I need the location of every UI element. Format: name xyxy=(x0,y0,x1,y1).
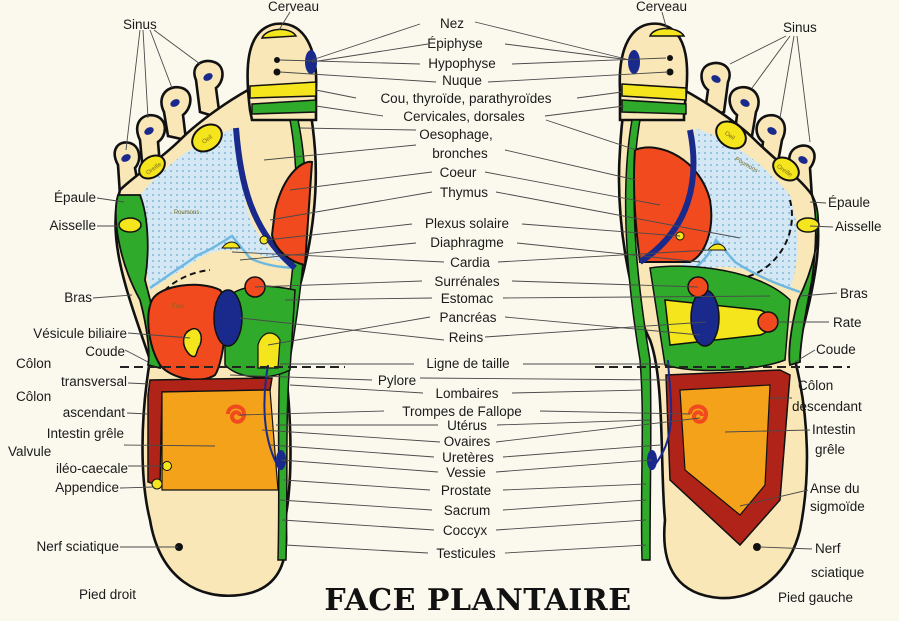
center-label: Épiphyse xyxy=(427,36,483,51)
side-label: sigmoïde xyxy=(810,499,865,514)
center-label: Ligne de taille xyxy=(426,356,509,371)
side-label: Vésicule biliaire xyxy=(33,326,127,341)
center-label: Coeur xyxy=(440,165,477,180)
center-label: Pylore xyxy=(378,373,416,388)
center-label: Nuque xyxy=(442,73,482,88)
cou-zone xyxy=(251,99,317,115)
side-label: Rate xyxy=(833,315,862,330)
center-labels: Nez Épiphyse Hypophyse Nuque Cou, thyroï… xyxy=(378,16,552,561)
center-label: Plexus solaire xyxy=(425,216,509,231)
side-label: ascendant xyxy=(63,405,126,420)
left-foot: Poumons Oreille Oeil xyxy=(617,22,820,600)
center-label: Cou, thyroïde, parathyroïdes xyxy=(380,91,551,106)
labels: Cerveau Cerveau Sinus Sinus Nez Épiphyse… xyxy=(8,0,882,618)
foie-tag: Foie xyxy=(172,304,184,310)
center-label: Cardia xyxy=(450,255,490,270)
side-label: Aisselle xyxy=(49,218,96,233)
pancreas-zone xyxy=(257,332,281,369)
side-label: Coude xyxy=(85,344,125,359)
side-label: Bras xyxy=(840,286,868,301)
leader-lines xyxy=(92,11,838,554)
center-label: Sacrum xyxy=(444,503,491,518)
side-label: Épaule xyxy=(828,195,870,210)
label-cerveau-right: Cerveau xyxy=(636,0,687,14)
side-label: Côlon xyxy=(16,356,51,371)
side-label: Valvule xyxy=(8,444,51,459)
side-label: Coude xyxy=(816,342,856,357)
right-foot: Poumons Oreille Oeil Foie xyxy=(113,22,318,598)
center-label: Thymus xyxy=(440,185,488,200)
center-label: Estomac xyxy=(441,291,494,306)
side-label: Anse du xyxy=(810,481,860,496)
side-label: Appendice xyxy=(55,480,119,495)
center-label: Nez xyxy=(440,16,464,31)
side-label: Intestin xyxy=(812,422,856,437)
oeil-zone xyxy=(191,123,223,153)
toes-right-foot xyxy=(113,59,224,197)
label-sinus-right: Sinus xyxy=(783,20,817,35)
center-label: Vessie xyxy=(446,465,486,480)
center-label: Utérus xyxy=(447,418,487,433)
nez-zone xyxy=(305,50,317,74)
rein-zone xyxy=(213,289,243,347)
nuque-zone xyxy=(249,81,317,99)
side-label: Côlon xyxy=(798,378,833,393)
label-pied-gauche: Pied gauche xyxy=(778,590,853,605)
center-label: Lombaires xyxy=(435,386,498,401)
sinus-spot xyxy=(144,127,154,135)
sinus-spot xyxy=(121,154,131,162)
aisselle-zone xyxy=(118,217,142,233)
side-label: sciatique xyxy=(811,565,864,580)
center-label: Trompes de Fallope xyxy=(402,404,522,419)
side-label: iléo-caecale xyxy=(56,461,128,476)
center-label: Oesophage, xyxy=(419,127,493,142)
left-side-labels: Épaule Aisselle Bras Vésicule biliaire C… xyxy=(8,190,136,602)
center-label: Coccyx xyxy=(443,523,488,538)
label-sinus-left: Sinus xyxy=(123,17,157,32)
oreille-zone xyxy=(138,154,166,180)
side-label: Intestin grêle xyxy=(47,426,124,441)
center-label: Diaphragme xyxy=(430,235,504,250)
intestin-grele-zone xyxy=(161,389,279,491)
side-label: Nerf sciatique xyxy=(36,539,119,554)
side-label: Nerf xyxy=(815,541,841,556)
oeil-tag-left: Oeil xyxy=(723,131,735,142)
center-label: Prostate xyxy=(441,483,491,498)
page-title: FACE PLANTAIRE xyxy=(324,583,631,618)
right-side-labels: Épaule Aisselle Bras Rate Coude Côlon de… xyxy=(778,195,882,605)
poumons-zone xyxy=(140,128,300,290)
vesicule-zone xyxy=(182,328,202,358)
center-label: Reins xyxy=(449,330,484,345)
cerveau-zone xyxy=(260,28,298,39)
center-label: Testicules xyxy=(436,546,496,561)
sinus-spot xyxy=(203,73,213,81)
rate-zone xyxy=(757,311,779,333)
side-label: Bras xyxy=(64,290,92,305)
center-label: Pancréas xyxy=(439,310,496,325)
side-label: grêle xyxy=(815,442,845,457)
poumons-tag: Poumons xyxy=(174,210,199,216)
side-label: descendant xyxy=(792,399,862,414)
side-label: Épaule xyxy=(54,190,96,205)
side-label: transversal xyxy=(61,374,127,389)
label-cerveau-left: Cerveau xyxy=(268,0,319,14)
side-label: Aisselle xyxy=(835,219,882,234)
side-label: Côlon xyxy=(16,389,51,404)
sciatique-spot xyxy=(175,543,183,551)
label-pied-droit: Pied droit xyxy=(79,587,136,602)
center-label: Uretères xyxy=(442,450,494,465)
center-label: Cervicales, dorsales xyxy=(403,109,525,124)
sinus-spot xyxy=(170,99,180,107)
center-label: Ovaires xyxy=(444,434,491,449)
oeil-tag: Oeil xyxy=(202,135,214,146)
center-label: bronches xyxy=(432,146,488,161)
center-label: Hypophyse xyxy=(428,56,496,71)
center-label: Surrénales xyxy=(434,274,500,289)
